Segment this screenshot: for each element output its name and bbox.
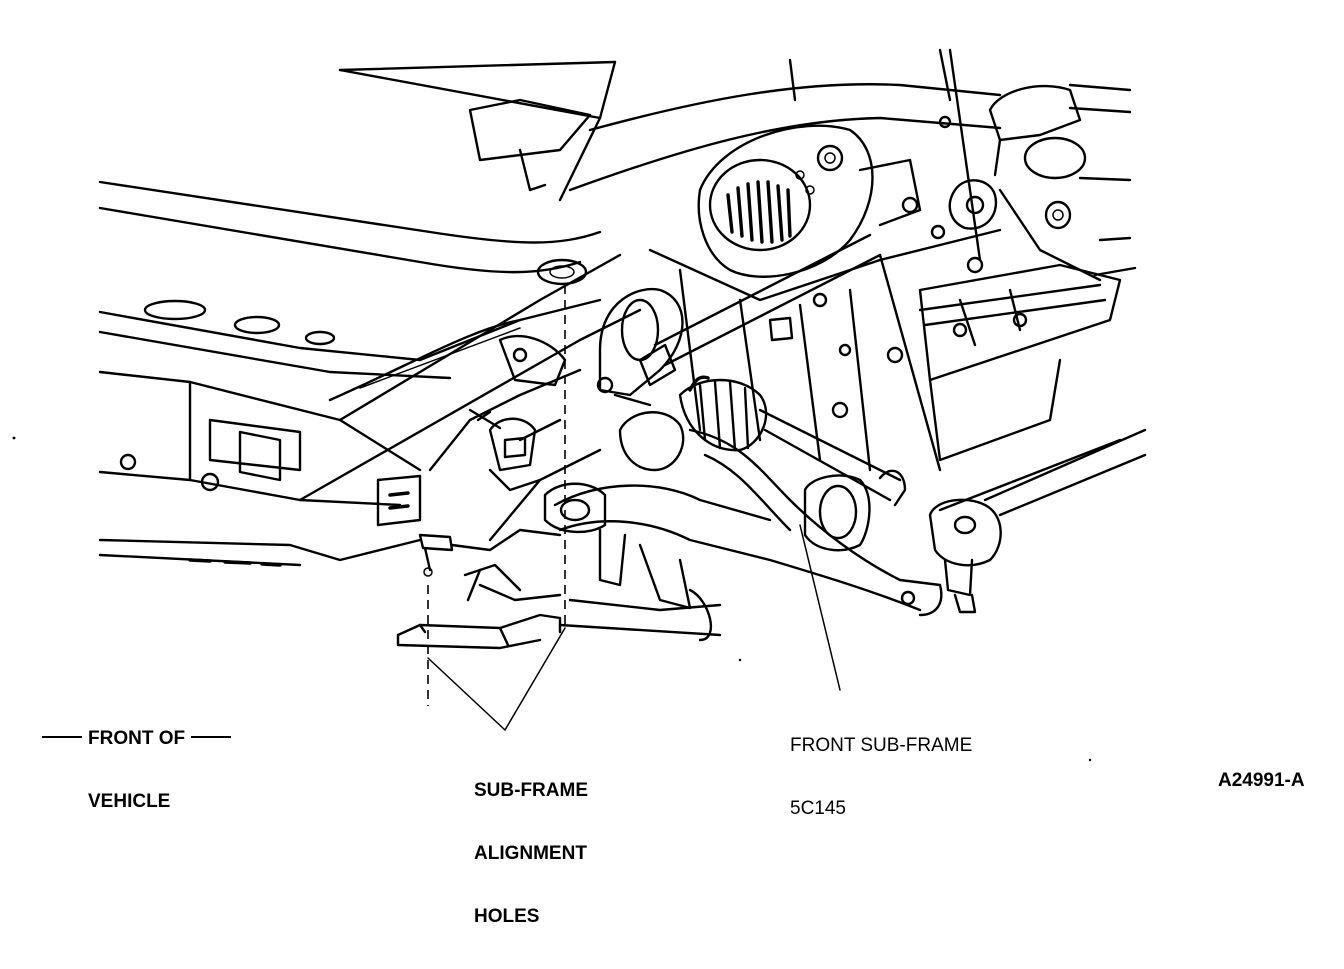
tie-rod-end — [928, 428, 1147, 614]
callout-leaders — [427, 524, 841, 731]
front-subframe-illustration — [12, 48, 1147, 762]
front-sub-frame-label: FRONT SUB-FRAME 5C145 — [790, 735, 973, 819]
alignment-reference-lines — [427, 285, 566, 706]
engine-bay-structure — [568, 48, 1137, 277]
alternator — [697, 124, 922, 278]
alignment-holes-label: SUB-FRAME ALIGNMENT HOLES — [474, 780, 588, 927]
arrow-rule-left — [42, 736, 82, 739]
subframe-lower-bracket — [396, 528, 722, 650]
strut-mount — [930, 48, 1102, 282]
arrow-rule-right — [191, 736, 232, 739]
diagram-page: FRONT OF VEHICLE SUB-FRAME ALIGNMENT HOL… — [12, 48, 1305, 927]
motor-mount — [498, 287, 684, 407]
body-floor-pan — [98, 60, 617, 380]
subframe-side-rail — [298, 253, 642, 542]
halfshaft-cv-boot — [638, 233, 907, 507]
engine-block — [648, 228, 1122, 472]
lower-control-arm — [543, 411, 943, 642]
subframe-bolt-assembly — [468, 408, 562, 492]
front-of-vehicle-label: FRONT OF VEHICLE — [36, 686, 237, 854]
figure-id: A24991-A — [1218, 770, 1305, 791]
